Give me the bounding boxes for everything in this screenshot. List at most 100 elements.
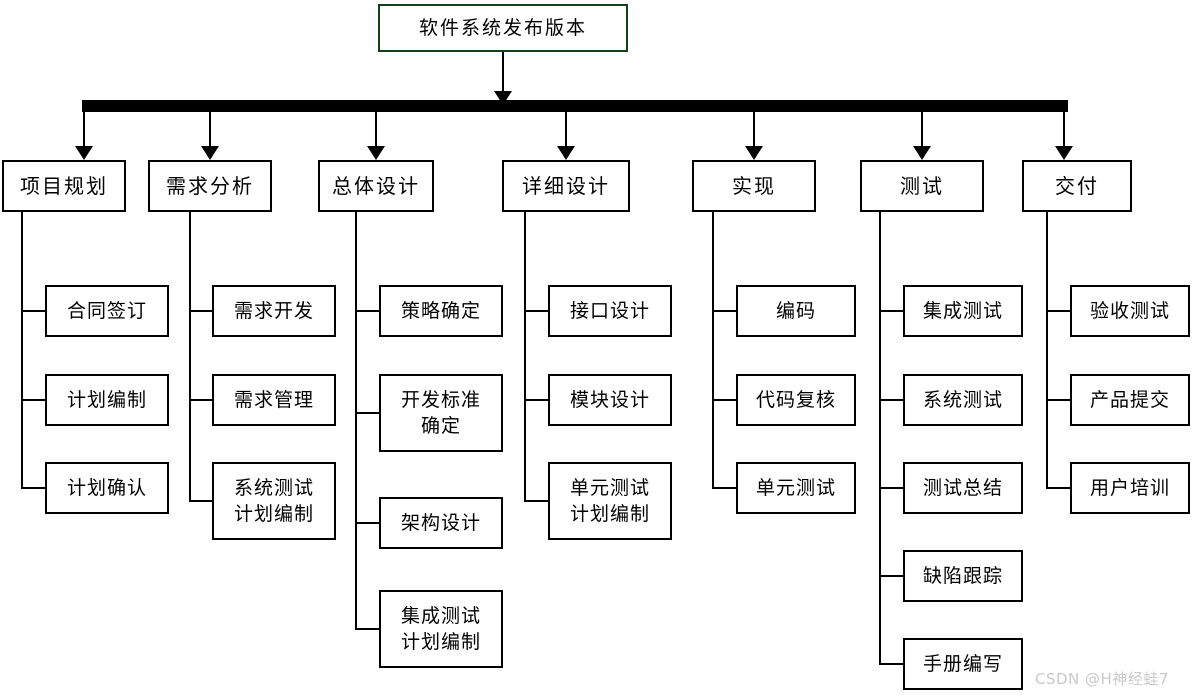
phase-rail-line (21, 212, 23, 488)
phase-drop-arrow-icon (745, 146, 763, 160)
phase-rail-line (712, 212, 714, 488)
task-node-label: 单元测试 计划编制 (569, 477, 650, 525)
phase-drop-arrow-icon (367, 146, 385, 160)
phase-node-label: 总体设计 (332, 174, 420, 198)
task-node-5-1[interactable]: 编码 (736, 285, 856, 337)
task-node-1-2[interactable]: 计划编制 (45, 374, 169, 426)
phase-rail-line (879, 212, 881, 664)
phase-node-label: 测试 (900, 174, 944, 198)
task-node-6-2[interactable]: 系统测试 (903, 374, 1023, 426)
task-node-3-3[interactable]: 架构设计 (379, 497, 503, 549)
phase-drop-line (375, 112, 377, 146)
task-node-7-2[interactable]: 产品提交 (1070, 374, 1190, 426)
phase-drop-arrow-icon (913, 146, 931, 160)
task-node-label: 手册编写 (922, 653, 1003, 675)
phase-node-label: 需求分析 (166, 174, 254, 198)
task-node-label: 需求开发 (233, 300, 314, 322)
root-to-bus-arrow-icon (494, 91, 512, 105)
child-connector-line (712, 399, 736, 401)
phase-rail-line (524, 212, 526, 501)
task-node-label: 产品提交 (1089, 389, 1170, 411)
phase-node-label: 实现 (732, 174, 776, 198)
child-connector-line (189, 500, 212, 502)
child-connector-line (879, 575, 903, 577)
task-node-3-1[interactable]: 策略确定 (379, 285, 503, 337)
phase-node-6[interactable]: 测试 (860, 160, 984, 212)
task-node-label: 系统测试 计划编制 (233, 477, 314, 525)
phase-node-1[interactable]: 项目规划 (2, 160, 126, 212)
root-to-bus-line (502, 52, 504, 100)
task-node-3-2[interactable]: 开发标准 确定 (379, 374, 503, 452)
phase-rail-line (1046, 212, 1048, 488)
task-node-6-4[interactable]: 缺陷跟踪 (903, 550, 1023, 602)
phase-rail-line (189, 212, 191, 501)
child-connector-line (879, 663, 903, 665)
phase-drop-arrow-icon (557, 146, 575, 160)
task-node-6-1[interactable]: 集成测试 (903, 285, 1023, 337)
task-node-label: 缺陷跟踪 (922, 565, 1003, 587)
task-node-label: 开发标准 确定 (400, 389, 481, 437)
root-node-label: 软件系统发布版本 (418, 17, 587, 39)
task-node-label: 测试总结 (922, 477, 1003, 499)
child-connector-line (355, 522, 379, 524)
task-node-2-1[interactable]: 需求开发 (212, 285, 336, 337)
phase-node-7[interactable]: 交付 (1022, 160, 1132, 212)
task-node-6-5[interactable]: 手册编写 (903, 638, 1023, 690)
phase-drop-line (921, 112, 923, 146)
task-node-4-1[interactable]: 接口设计 (548, 285, 672, 337)
task-node-5-3[interactable]: 单元测试 (736, 462, 856, 514)
task-node-label: 计划确认 (66, 477, 147, 499)
phase-drop-arrow-icon (1055, 146, 1073, 160)
task-node-label: 需求管理 (233, 389, 314, 411)
phase-drop-line (83, 112, 85, 146)
phase-node-5[interactable]: 实现 (692, 160, 816, 212)
task-node-label: 接口设计 (569, 300, 650, 322)
phase-drop-line (565, 112, 567, 146)
task-node-4-2[interactable]: 模块设计 (548, 374, 672, 426)
task-node-7-1[interactable]: 验收测试 (1070, 285, 1190, 337)
task-node-7-3[interactable]: 用户培训 (1070, 462, 1190, 514)
task-node-label: 验收测试 (1089, 300, 1170, 322)
child-connector-line (524, 399, 548, 401)
child-connector-line (21, 487, 45, 489)
task-node-2-2[interactable]: 需求管理 (212, 374, 336, 426)
task-node-label: 代码复核 (755, 389, 836, 411)
phase-drop-arrow-icon (201, 146, 219, 160)
watermark-text: CSDN @H神经蛙7 (1035, 670, 1169, 688)
phase-drop-line (753, 112, 755, 146)
child-connector-line (355, 310, 379, 312)
child-connector-line (879, 399, 903, 401)
task-node-label: 集成测试 (922, 300, 1003, 322)
task-node-label: 用户培训 (1089, 477, 1170, 499)
task-node-label: 计划编制 (66, 389, 147, 411)
task-node-4-3[interactable]: 单元测试 计划编制 (548, 462, 672, 540)
child-connector-line (1046, 310, 1070, 312)
task-node-3-4[interactable]: 集成测试 计划编制 (379, 590, 503, 668)
phase-drop-line (209, 112, 211, 146)
task-node-label: 系统测试 (922, 389, 1003, 411)
phase-node-2[interactable]: 需求分析 (148, 160, 272, 212)
child-connector-line (355, 628, 379, 630)
task-node-label: 合同签订 (66, 300, 147, 322)
task-node-6-3[interactable]: 测试总结 (903, 462, 1023, 514)
child-connector-line (712, 487, 736, 489)
distribution-bus-bar (82, 100, 1068, 112)
phase-drop-arrow-icon (75, 146, 93, 160)
phase-node-label: 项目规划 (20, 174, 108, 198)
task-node-1-1[interactable]: 合同签订 (45, 285, 169, 337)
child-connector-line (1046, 399, 1070, 401)
phase-drop-line (1063, 112, 1065, 146)
task-node-1-3[interactable]: 计划确认 (45, 462, 169, 514)
task-node-label: 编码 (775, 300, 816, 322)
child-connector-line (879, 310, 903, 312)
task-node-label: 策略确定 (400, 300, 481, 322)
phase-node-label: 详细设计 (522, 174, 610, 198)
phase-node-3[interactable]: 总体设计 (318, 160, 434, 212)
root-node[interactable]: 软件系统发布版本 (378, 4, 628, 52)
child-connector-line (1046, 487, 1070, 489)
task-node-5-2[interactable]: 代码复核 (736, 374, 856, 426)
task-node-2-3[interactable]: 系统测试 计划编制 (212, 462, 336, 540)
phase-node-4[interactable]: 详细设计 (502, 160, 630, 212)
child-connector-line (355, 412, 379, 414)
